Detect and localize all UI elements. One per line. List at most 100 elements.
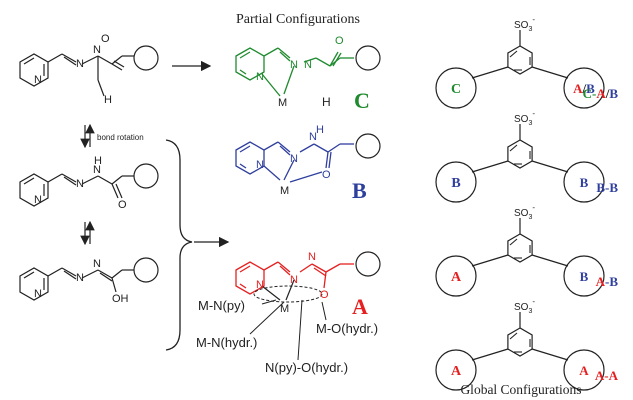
benzene-ring	[507, 233, 533, 263]
label-B: B	[352, 178, 367, 203]
global-config-row: SO3- B B B-B	[435, 109, 618, 203]
config-label-part: B-B	[596, 180, 618, 195]
left-ligand-circle	[435, 255, 477, 297]
atom-N: N	[290, 59, 298, 71]
atom-N: N	[76, 272, 84, 284]
config-label-part: A	[451, 270, 462, 285]
so3-group: SO3-	[514, 297, 535, 315]
annotation-pointers	[249, 299, 327, 361]
partial-config-A-ring	[355, 251, 381, 277]
so3-group: SO3-	[514, 109, 535, 127]
left-ligand-circle	[435, 161, 477, 203]
partial-config-C-structure	[235, 47, 354, 97]
config-label-part: B	[586, 81, 595, 96]
left-arm	[471, 160, 509, 173]
config-label: B	[580, 269, 589, 284]
left-ligand-circle	[435, 349, 477, 391]
atom-N: N	[256, 279, 264, 291]
atom-N: N	[34, 74, 42, 86]
config-label-part: -	[592, 86, 596, 101]
benzene-ring	[507, 139, 533, 169]
double-bond	[509, 238, 518, 246]
atom-H: H	[316, 124, 324, 136]
bond-M-Nhydr	[285, 279, 295, 301]
double-bond	[509, 144, 518, 152]
so3-superscript: -	[532, 297, 535, 306]
atom-N: N	[308, 251, 316, 263]
so3-subscript: 3	[528, 214, 532, 221]
so3-subscript: 3	[528, 26, 532, 33]
atom-O: O	[101, 33, 110, 45]
so3-group: SO3-	[514, 203, 535, 221]
label-C: C	[354, 88, 370, 113]
right-ligand-circle	[563, 161, 605, 203]
annotation-npy-ohydr: N(py)-O(hydr.)	[265, 360, 348, 375]
atom-N: N	[76, 178, 84, 190]
left-arm	[471, 66, 509, 79]
annotation-mn-py: M-N(py)	[198, 298, 245, 313]
left-ligand-circle	[435, 67, 477, 109]
bond-rotation-label: bond rotation	[97, 133, 144, 142]
so3-superscript: -	[532, 109, 535, 118]
config-label: A	[451, 270, 462, 285]
right-arm	[531, 254, 569, 267]
right-arm	[531, 160, 569, 173]
partial-config-A-structure	[235, 261, 354, 295]
right-arm	[531, 66, 569, 79]
atom-N: N	[34, 288, 42, 300]
so3-text: SO	[514, 302, 529, 313]
right-ligand-circle	[563, 67, 605, 109]
so3-text: SO	[514, 208, 529, 219]
config-label-part: B	[609, 86, 618, 101]
config-label: B-B	[596, 180, 618, 195]
bond-M-Npy	[261, 285, 281, 301]
config-label: C	[451, 82, 461, 97]
equilibrium-arrows-2	[80, 220, 95, 246]
config-label-part: /	[605, 86, 610, 101]
so3-group: SO3-	[514, 15, 535, 33]
molecule-middle-left	[19, 163, 159, 207]
global-config-row: SO3- A A A-A	[435, 297, 619, 391]
benzene-ring	[507, 327, 533, 357]
partial-config-B-ring	[355, 133, 381, 159]
atom-M: M	[280, 303, 289, 315]
atom-N: N	[93, 44, 101, 56]
partial-config-B-structure	[235, 141, 354, 183]
brace	[165, 139, 193, 351]
config-label-part: B	[580, 175, 589, 190]
partial-config-C-ring	[355, 45, 381, 71]
config-label-part: A	[596, 86, 606, 101]
double-bond	[509, 332, 518, 340]
config-label: A	[579, 363, 589, 378]
atom-O: O	[320, 289, 329, 301]
config-label: A	[451, 364, 462, 379]
config-label-part: C	[583, 86, 592, 101]
atom-N: N	[256, 159, 264, 171]
atom-N: N	[34, 194, 42, 206]
benzene-ring	[507, 45, 533, 75]
atom-O: O	[335, 35, 344, 47]
global-configurations-title: Global Configurations	[460, 382, 581, 397]
config-label-part: B	[580, 269, 589, 284]
config-label-part: A-A	[595, 368, 619, 383]
atom-O: O	[322, 169, 331, 181]
right-ligand-circle	[563, 255, 605, 297]
atom-O: O	[118, 199, 127, 211]
right-arm	[531, 348, 569, 361]
molecule-bottom-left	[19, 257, 159, 301]
config-label-part: C	[451, 82, 461, 97]
right-ligand-circle	[563, 349, 605, 391]
atom-M: M	[278, 97, 287, 109]
so3-text: SO	[514, 114, 529, 125]
atom-H: H	[94, 155, 102, 167]
config-label-part: A	[596, 274, 606, 289]
config-label: B	[451, 176, 460, 191]
atom-H: H	[322, 95, 331, 109]
config-label-part: /	[582, 81, 587, 96]
so3-text: SO	[514, 20, 529, 31]
atom-N: N	[309, 131, 317, 143]
double-bond	[509, 50, 518, 58]
left-arm	[471, 254, 509, 267]
config-label: B	[580, 175, 589, 190]
